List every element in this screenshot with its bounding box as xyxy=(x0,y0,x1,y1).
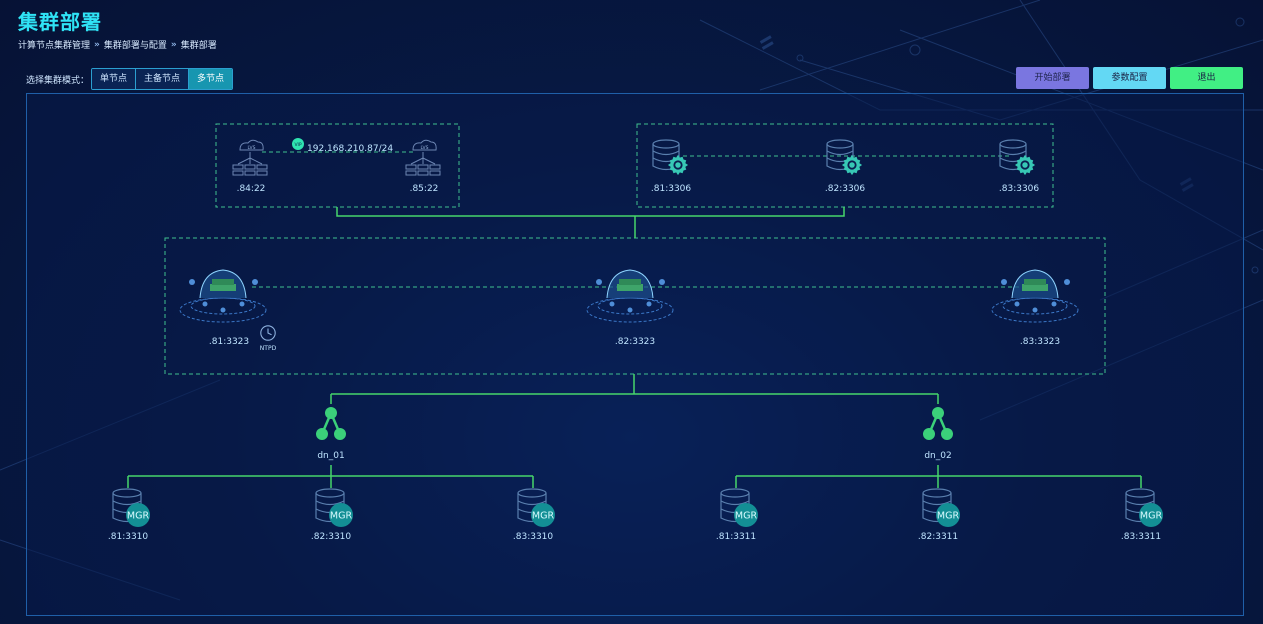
mode-option-master-slave[interactable]: 主备节点 xyxy=(136,69,190,89)
data-node-name: dn_02 xyxy=(924,451,951,461)
data-node-name: dn_01 xyxy=(317,451,344,461)
mgr-member-label: .81:3310 xyxy=(108,532,149,542)
vip-address: 192.168.210.87/24 xyxy=(307,144,393,154)
gear-icon xyxy=(1014,154,1036,176)
compute-node[interactable]: .83:3323 xyxy=(991,269,1079,347)
lvs-node[interactable]: .85:22 xyxy=(405,139,441,194)
compute-node-label: .82:3323 xyxy=(615,337,655,347)
config-db-node[interactable]: .82:3306 xyxy=(825,139,866,194)
mode-option-multi[interactable]: 多节点 xyxy=(189,69,233,89)
compute-node-label: .83:3323 xyxy=(1020,337,1060,347)
topology-connectors xyxy=(127,207,1142,488)
mgr-database-icon xyxy=(1125,488,1164,528)
data-node-group[interactable]: dn_01 xyxy=(316,405,346,461)
mgr-database-icon xyxy=(112,488,151,528)
gear-icon xyxy=(841,154,863,176)
clock-icon xyxy=(260,325,276,341)
mgr-member-label: .82:3311 xyxy=(918,532,958,542)
lvs-node-label: .85:22 xyxy=(410,184,439,194)
cluster-mode-label: 选择集群模式： xyxy=(26,76,90,86)
compute-node[interactable]: .81:3323 xyxy=(179,269,267,347)
start-deploy-button[interactable]: 开始部署 xyxy=(1016,67,1089,89)
config-db-node[interactable]: .83:3306 xyxy=(999,139,1040,194)
compute-server-icon xyxy=(586,269,674,323)
compute-group-box xyxy=(164,237,1106,375)
topology-panel xyxy=(26,93,1244,616)
mgr-database-icon xyxy=(922,488,961,528)
mgr-member[interactable]: .83:3311 xyxy=(1121,488,1164,542)
breadcrumb-item-current: 集群部署 xyxy=(180,41,217,51)
breadcrumb-item-deploy-config[interactable]: 集群部署与配置 xyxy=(103,41,167,51)
vip-badge: VIP xyxy=(294,142,301,148)
lvs-group-box xyxy=(215,123,460,208)
mgr-database-icon xyxy=(720,488,759,528)
config-db-group-box xyxy=(636,123,1054,208)
mgr-member-label: .81:3311 xyxy=(716,532,756,542)
config-db-label: .81:3306 xyxy=(651,184,692,194)
mgr-member[interactable]: .82:3311 xyxy=(918,488,961,542)
breadcrumb-separator-icon: » xyxy=(170,39,177,50)
exit-button[interactable]: 退出 xyxy=(1170,67,1243,89)
ntpd-service: NTPD xyxy=(260,325,277,352)
ntpd-label: NTPD xyxy=(260,345,277,352)
mgr-member[interactable]: .83:3310 xyxy=(513,488,556,542)
action-bar: 开始部署 参数配置 退出 xyxy=(1016,67,1243,89)
compute-server-icon xyxy=(991,269,1079,323)
config-db-label: .82:3306 xyxy=(825,184,866,194)
load-balancer-icon xyxy=(405,139,441,176)
page-title: 集群部署 xyxy=(18,10,102,34)
breadcrumb-separator-icon: » xyxy=(94,39,100,50)
config-db-label: .83:3306 xyxy=(999,184,1040,194)
compute-node[interactable]: .82:3323 xyxy=(586,269,674,347)
gear-icon xyxy=(667,154,689,176)
mgr-member-label: .82:3310 xyxy=(311,532,352,542)
replication-links xyxy=(252,151,1030,288)
vip-indicator: VIP 192.168.210.87/24 xyxy=(292,138,393,154)
mgr-member[interactable]: .81:3311 xyxy=(716,488,759,542)
breadcrumb: 计算节点集群管理 » 集群部署与配置 » 集群部署 xyxy=(18,38,217,52)
breadcrumb-item-compute-cluster[interactable]: 计算节点集群管理 xyxy=(18,41,91,51)
mgr-member-label: .83:3311 xyxy=(1121,532,1161,542)
vip-pin-icon xyxy=(292,138,304,150)
lvs-node[interactable]: .84:22 xyxy=(232,139,268,194)
compute-node-label: .81:3323 xyxy=(209,337,249,347)
mgr-database-icon xyxy=(315,488,354,528)
load-balancer-icon xyxy=(232,139,268,176)
config-db-node[interactable]: .81:3306 xyxy=(651,139,692,194)
data-node-branch-icon xyxy=(316,405,346,442)
cluster-mode-selector: 单节点 主备节点 多节点 xyxy=(91,68,234,90)
mode-option-single[interactable]: 单节点 xyxy=(92,69,137,89)
data-node-group[interactable]: dn_02 xyxy=(923,405,953,461)
mgr-member[interactable]: .81:3310 xyxy=(108,488,151,542)
mgr-member[interactable]: .82:3310 xyxy=(311,488,354,542)
mgr-database-icon xyxy=(517,488,556,528)
compute-server-icon xyxy=(179,269,267,323)
lvs-node-label: .84:22 xyxy=(237,184,266,194)
data-node-branch-icon xyxy=(923,405,953,442)
mgr-member-label: .83:3310 xyxy=(513,532,554,542)
param-config-button[interactable]: 参数配置 xyxy=(1093,67,1166,89)
